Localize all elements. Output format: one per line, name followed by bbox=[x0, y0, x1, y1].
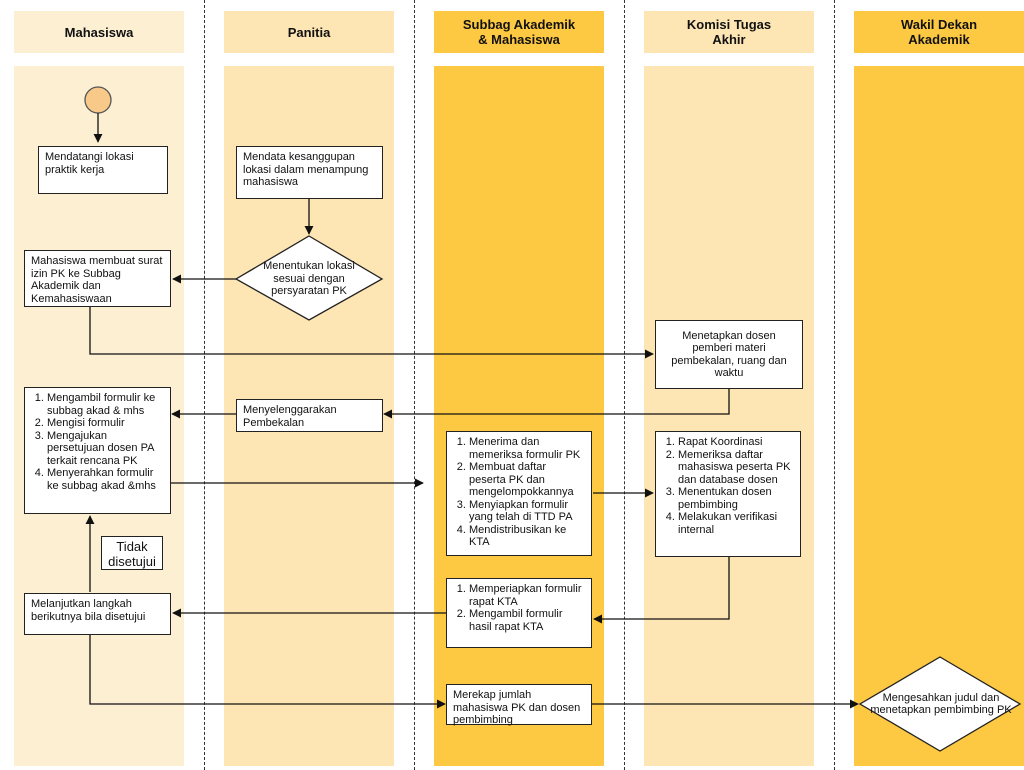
decision-tentukan-lokasi bbox=[234, 235, 384, 321]
start-node bbox=[84, 86, 112, 114]
step-text: Menentukan lokasi sesuai dengan persyara… bbox=[263, 260, 355, 298]
arrow-surat-to-tetapkan bbox=[89, 307, 654, 359]
arrow-lanjut-to-rekap bbox=[89, 634, 446, 709]
list-item: Melakukan verifikasi internal bbox=[678, 511, 794, 536]
lane-header-panitia: Panitia bbox=[224, 11, 394, 53]
list-item: Mengajukan persetujuan dosen PA terkait … bbox=[47, 430, 164, 468]
arrow-kta-to-rapat bbox=[593, 557, 730, 624]
lane-title: Mahasiswa bbox=[64, 24, 134, 40]
list-item: Memperiapkan formulir rapat KTA bbox=[469, 583, 585, 608]
step-text: Menetapkan dosen pemberi materi pembekal… bbox=[671, 329, 787, 380]
step-lanjut: Melanjutkan langkah berikutnya bila dise… bbox=[24, 593, 171, 635]
lane-header-subbag: Subbag Akademik & Mahasiswa bbox=[434, 11, 604, 53]
list-item: Menyerahkan formulir ke subbag akad &mhs bbox=[47, 467, 164, 492]
lane-title: Wakil Dekan Akademik bbox=[900, 17, 978, 47]
step-pembekalan: Menyelenggarakan Pembekalan bbox=[236, 399, 383, 432]
step-subbag-periksa: Menerima dan memeriksa formulir PK Membu… bbox=[446, 431, 592, 556]
subbag-steps-list: Menerima dan memeriksa formulir PK Membu… bbox=[453, 436, 585, 549]
lane-body-kta bbox=[644, 66, 814, 766]
step-tetapkan-dosen: Menetapkan dosen pemberi materi pembekal… bbox=[655, 320, 803, 389]
lane-separator bbox=[624, 0, 625, 770]
lane-header-wadek: Wakil Dekan Akademik bbox=[854, 11, 1024, 53]
mhs-steps-list: Mengambil formulir ke subbag akad & mhs … bbox=[31, 392, 164, 492]
step-rekap: Merekap jumlah mahasiswa PK dan dosen pe… bbox=[446, 684, 592, 726]
lane-body-subbag bbox=[434, 66, 604, 766]
arrow-tetapkan-to-pembekalan bbox=[383, 389, 730, 419]
list-item: Mengambil formulir hasil rapat KTA bbox=[469, 608, 585, 633]
lane-body-wadek bbox=[854, 66, 1024, 766]
step-sahkan: Mengesahkan judul dan menetapkan pembimb… bbox=[870, 689, 1012, 719]
label-text: Tidak disetujui bbox=[108, 539, 156, 569]
list-item: Memeriksa daftar mahasiswa peserta PK da… bbox=[678, 449, 794, 487]
step-text: Melanjutkan langkah berikutnya bila dise… bbox=[31, 598, 146, 623]
label-tidak-disetujui: Tidak disetujui bbox=[101, 536, 163, 570]
step-kta-rapat: Rapat Koordinasi Memeriksa daftar mahasi… bbox=[655, 431, 801, 557]
lane-title: Subbag Akademik & Mahasiswa bbox=[462, 17, 576, 47]
kta-steps-list: Rapat Koordinasi Memeriksa daftar mahasi… bbox=[662, 436, 794, 536]
lane-header-mahasiswa: Mahasiswa bbox=[14, 11, 184, 53]
step-text: Mendatangi lokasi praktik kerja bbox=[45, 151, 134, 176]
lane-title: Komisi Tugas Akhir bbox=[686, 17, 772, 47]
list-item: Menerima dan memeriksa formulir PK bbox=[469, 436, 585, 461]
list-item: Mendistribusikan ke KTA bbox=[469, 524, 585, 549]
list-item: Mengisi formulir bbox=[47, 417, 164, 430]
list-item: Rapat Koordinasi bbox=[678, 436, 794, 449]
lane-separator bbox=[204, 0, 205, 770]
lane-separator bbox=[414, 0, 415, 770]
lane-separator bbox=[834, 0, 835, 770]
step-rapat-kta: Memperiapkan formulir rapat KTA Mengambi… bbox=[446, 578, 592, 648]
step-datangi: Mendatangi lokasi praktik kerja bbox=[38, 146, 168, 194]
step-text: Mahasiswa membuat surat izin PK ke Subba… bbox=[31, 255, 163, 305]
step-mendata: Mendata kesanggupan lokasi dalam menampu… bbox=[236, 146, 383, 199]
step-surat-izin: Mahasiswa membuat surat izin PK ke Subba… bbox=[24, 250, 171, 307]
step-tentukan-lokasi: Menentukan lokasi sesuai dengan persyara… bbox=[246, 260, 372, 298]
rapat-steps-list: Memperiapkan formulir rapat KTA Mengambi… bbox=[453, 583, 585, 633]
lane-header-kta: Komisi Tugas Akhir bbox=[644, 11, 814, 53]
step-text: Mengesahkan judul dan menetapkan pembimb… bbox=[870, 691, 1012, 717]
step-text: Merekap jumlah mahasiswa PK dan dosen pe… bbox=[453, 689, 581, 726]
step-mhs-formulir: Mengambil formulir ke subbag akad & mhs … bbox=[24, 387, 171, 514]
list-item: Membuat daftar peserta PK dan mengelompo… bbox=[469, 461, 585, 499]
list-item: Mengambil formulir ke subbag akad & mhs bbox=[47, 392, 164, 417]
lane-title: Panitia bbox=[287, 24, 331, 40]
step-text: Menyelenggarakan Pembekalan bbox=[243, 404, 337, 429]
list-item: Menentukan dosen pembimbing bbox=[678, 486, 794, 511]
list-item: Menyiapkan formulir yang telah di TTD PA bbox=[469, 499, 585, 524]
step-text: Mendata kesanggupan lokasi dalam menampu… bbox=[243, 151, 369, 188]
decision-sahkan bbox=[858, 656, 1022, 752]
